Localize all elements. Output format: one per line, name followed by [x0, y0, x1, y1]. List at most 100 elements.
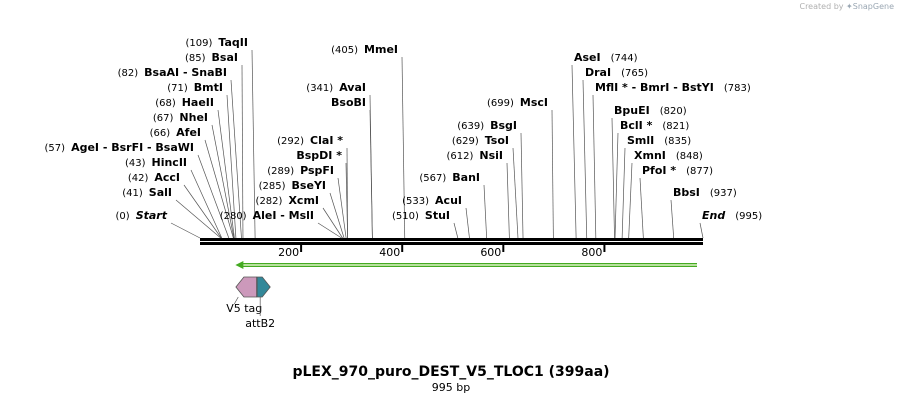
site-position-taqii: (109): [186, 38, 213, 49]
site-label-bbsi[interactable]: BbsI: [673, 186, 700, 199]
site-connector-bpuei: [611, 117, 615, 239]
site-connector-tsoi: [512, 147, 519, 239]
feature-connector-v5-tag: [233, 296, 239, 305]
site-label-alei[interactable]: AleI - MslI: [253, 209, 314, 222]
site-label-xcmi[interactable]: XcmI: [288, 194, 319, 207]
site-label-stui[interactable]: StuI: [425, 209, 450, 222]
site-label-xmni[interactable]: XmnI: [634, 149, 666, 162]
site-label-msci[interactable]: MscI: [520, 96, 548, 109]
site-position-alei: (280): [220, 211, 247, 222]
site-label-pfoi[interactable]: PfoI *: [642, 164, 676, 177]
site-connector-avai: [369, 94, 373, 239]
site-connector-bcli: [614, 132, 619, 239]
site-position-nsii: (612): [446, 151, 473, 162]
site-label-nsii[interactable]: NsiI: [479, 149, 503, 162]
site-label-agei[interactable]: AgeI - BsrFI - BsaWI: [71, 141, 194, 154]
site-position-mfli: (783): [724, 83, 751, 94]
site-label-end[interactable]: End: [702, 209, 725, 222]
snapgene-logo-icon: ✦: [846, 2, 853, 11]
site-connector-bbsi: [670, 199, 675, 239]
site-label-nhei[interactable]: NheI: [179, 111, 208, 124]
site-position-nhei: (67): [153, 113, 174, 124]
site-connector-start: [170, 222, 201, 239]
site-position-stui: (510): [392, 211, 419, 222]
plasmid-size: 995 bp: [431, 381, 471, 394]
site-position-sali: (41): [122, 188, 143, 199]
site-connector-taqii: [251, 49, 256, 239]
site-label-bsobi[interactable]: BsoBI: [331, 96, 366, 109]
site-position-bbsi: (937): [710, 188, 737, 199]
feature-attb2[interactable]: [256, 276, 271, 298]
site-position-end: (995): [735, 211, 762, 222]
site-connector-acci: [183, 184, 222, 239]
site-position-bpuei: (820): [660, 106, 687, 117]
site-position-bsaai: (82): [118, 68, 139, 79]
site-connector-bsgi: [520, 132, 524, 239]
site-label-drai[interactable]: DraI: [585, 66, 611, 79]
site-label-tsoi[interactable]: TsoI: [485, 134, 509, 147]
site-position-xcmi: (282): [256, 196, 283, 207]
site-connector-xcmi: [322, 207, 343, 239]
feature-v5-tag[interactable]: [235, 276, 258, 298]
site-label-bcli[interactable]: BclI *: [620, 119, 653, 132]
site-position-clai: (292): [277, 136, 304, 147]
site-label-bsgi[interactable]: BsgI: [490, 119, 517, 132]
ruler-label: 800: [581, 246, 602, 259]
site-label-acui[interactable]: AcuI: [435, 194, 462, 207]
site-label-smli[interactable]: SmlI: [627, 134, 654, 147]
site-position-acui: (533): [402, 196, 429, 207]
site-position-bani: (567): [419, 173, 446, 184]
site-connector-bseyi: [329, 192, 345, 239]
site-connector-mfli: [592, 94, 597, 239]
site-connector-bmti: [226, 94, 237, 239]
site-connector-agei: [197, 154, 230, 239]
site-position-xmni: (848): [676, 151, 703, 162]
site-label-clai[interactable]: ClaI *: [310, 134, 343, 147]
site-label-bsai[interactable]: BsaI: [212, 51, 238, 64]
site-label-bsaai[interactable]: BsaAI - SnaBI: [144, 66, 227, 79]
site-position-pfoi: (877): [686, 166, 713, 177]
site-connector-hincii: [190, 169, 223, 239]
site-label-mfli[interactable]: MflI * - BmrI - BstYI: [595, 81, 714, 94]
site-position-avai: (341): [306, 83, 333, 94]
site-position-hincii: (43): [125, 158, 146, 169]
site-label-bani[interactable]: BanI: [452, 171, 480, 184]
site-label-bmti[interactable]: BmtI: [194, 81, 223, 94]
site-position-acci: (42): [128, 173, 149, 184]
site-position-haeii: (68): [155, 98, 176, 109]
site-label-bpuei[interactable]: BpuEI: [614, 104, 650, 117]
site-label-mmei[interactable]: MmeI: [364, 43, 398, 56]
site-label-hincii[interactable]: HincII: [151, 156, 187, 169]
site-connector-xmni: [628, 162, 633, 239]
site-label-acci[interactable]: AccI: [154, 171, 180, 184]
site-label-taqii[interactable]: TaqII: [218, 36, 248, 49]
site-label-pspfi[interactable]: PspFI: [300, 164, 334, 177]
site-connector-nhei: [211, 124, 235, 239]
site-connector-bsaai: [230, 79, 242, 239]
site-label-asei[interactable]: AseI: [574, 51, 601, 64]
credit-brand: SnapGene: [852, 2, 894, 11]
site-connector-sali: [175, 199, 221, 239]
site-connector-mmei: [401, 56, 406, 239]
orf-arrow-head: [235, 261, 244, 269]
credit-prefix: Created by: [799, 2, 844, 11]
site-position-bsai: (85): [185, 53, 206, 64]
site-connector-bani: [483, 184, 487, 239]
site-label-haeii[interactable]: HaeII: [182, 96, 214, 109]
site-label-afei[interactable]: AfeI: [176, 126, 201, 139]
plasmid-title: pLEX_970_puro_DEST_V5_TLOC1 (399aa): [292, 364, 610, 380]
site-connector-clai: [346, 147, 348, 239]
site-connector-smli: [621, 147, 626, 239]
site-connector-asei: [571, 64, 577, 239]
snapgene-credit: Created by ✦SnapGene: [799, 2, 894, 11]
site-label-bspdi[interactable]: BspDI *: [296, 149, 342, 162]
site-position-mmei: (405): [331, 45, 358, 56]
site-label-start[interactable]: Start: [136, 209, 168, 222]
site-position-pspfi: (289): [267, 166, 294, 177]
site-label-bseyi[interactable]: BseYI: [292, 179, 326, 192]
site-label-avai[interactable]: AvaI: [339, 81, 366, 94]
ruler-label: 200: [278, 246, 299, 259]
feature-label-v5-tag: V5 tag: [226, 302, 262, 315]
site-label-sali[interactable]: SalI: [149, 186, 172, 199]
